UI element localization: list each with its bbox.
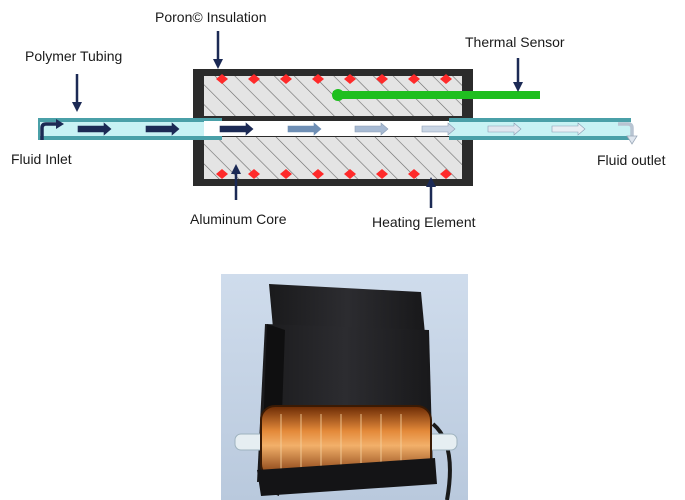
flow-arrows: [77, 122, 586, 136]
heating-element-top: [216, 74, 452, 84]
fluid-outlet-bend: [618, 122, 634, 136]
fluid-right: [449, 122, 631, 136]
heater-dot-core: [252, 172, 256, 176]
polymer-tubing: [38, 118, 638, 145]
flow-arrow: [145, 122, 180, 136]
heater-dot-core: [380, 77, 384, 81]
heater-dot-core: [444, 77, 448, 81]
heater-dot-core: [380, 172, 384, 176]
poron-insulation-label: Poron© Insulation: [155, 9, 267, 25]
heating-element-label: Heating Element: [372, 214, 476, 230]
flow-arrow: [487, 122, 522, 136]
flow-arrow: [354, 122, 389, 136]
heater-dot-core: [284, 172, 288, 176]
poron-pointer-arrowhead: [213, 59, 223, 69]
flow-arrow: [77, 122, 112, 136]
thermal-sensor-tip: [332, 89, 344, 101]
heater-dot-core: [412, 172, 416, 176]
heating-element-bottom: [216, 169, 452, 179]
aluminum-core-label: Aluminum Core: [190, 211, 287, 227]
aluminum-core-lower: [204, 137, 462, 179]
heater-dot-core: [412, 77, 416, 81]
thermal-sensor-label: Thermal Sensor: [465, 34, 565, 50]
heater-dot-core: [316, 77, 320, 81]
flow-arrow: [219, 122, 254, 136]
heater-dot-core: [220, 77, 224, 81]
heater-dot-core: [284, 77, 288, 81]
fluid-left: [40, 122, 222, 136]
core-pointer-arrowhead: [231, 164, 241, 174]
heater-diagram: [38, 31, 638, 208]
heater-dot-core: [220, 172, 224, 176]
fluid-inlet-arrowhead: [56, 119, 64, 129]
fluid-inlet-bend: [40, 122, 56, 140]
fluid-outlet-label: Fluid outlet: [597, 152, 666, 168]
flow-arrow: [287, 122, 322, 136]
fluid-outlet-arrowhead: [626, 135, 638, 145]
flow-arrow: [551, 122, 586, 136]
heater-dot-core: [348, 172, 352, 176]
device-photo: [221, 274, 468, 500]
heater-pointer-arrowhead: [426, 177, 436, 187]
heater-dot-core: [444, 172, 448, 176]
polymer-tubing-label: Polymer Tubing: [25, 48, 123, 64]
fluid-core: [204, 121, 462, 136]
heater-dot-core: [252, 77, 256, 81]
heater-dot-core: [316, 172, 320, 176]
tubing-pointer-arrowhead: [72, 102, 82, 112]
flow-arrow: [421, 122, 456, 136]
sensor-pointer-arrowhead: [513, 82, 523, 92]
heater-dot-core: [348, 77, 352, 81]
device-photo-illustration: [221, 274, 468, 500]
thermal-sensor: [333, 91, 540, 99]
fluid-inlet-label: Fluid Inlet: [11, 151, 72, 167]
pointer-arrows: [72, 31, 523, 208]
